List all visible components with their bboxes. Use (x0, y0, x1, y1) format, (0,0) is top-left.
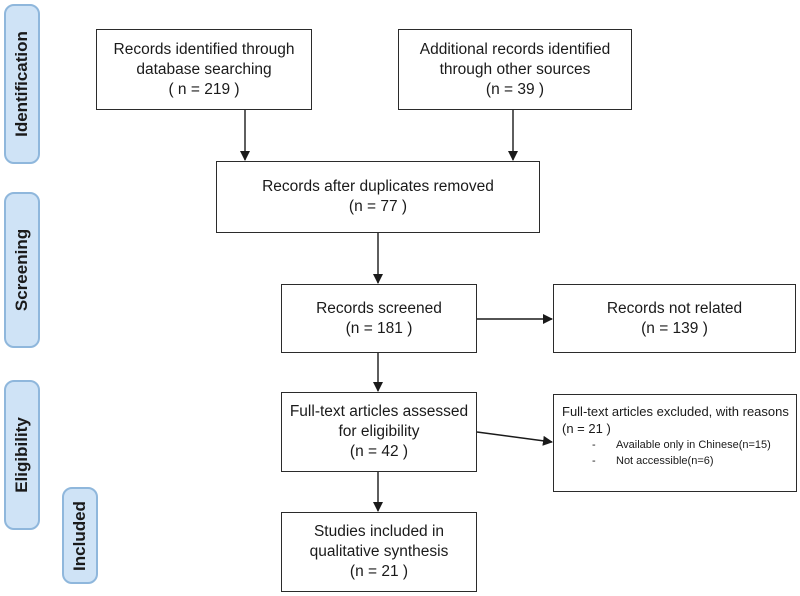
phase-screening: Screening (4, 192, 40, 348)
box-screened-line1: Records screened (316, 299, 442, 317)
exclusion-reason-1-bullet: - (592, 439, 596, 451)
exclusion-reason-2: - Not accessible(n=6) (562, 453, 714, 469)
box-other-sources: Additional records identified through ot… (398, 29, 632, 110)
arrow-full-text-to-excluded (476, 431, 553, 446)
exclusion-reason-2-text: Not accessible(n=6) (616, 455, 714, 467)
exclusion-reason-2-bullet: - (592, 455, 596, 467)
box-included-line1: Studies included in (313, 523, 445, 540)
box-records-not-related: Records not related (n = 139 ) (553, 284, 796, 353)
box-database-records: Records identified through database sear… (96, 29, 312, 110)
box-full-text-assessed: Full-text articles assessed for eligibil… (281, 392, 477, 472)
phase-included: Included (62, 487, 98, 584)
box-database-count: ( n = 219 ) (168, 80, 240, 98)
box-full-text-excluded: Full-text articles excluded, with reason… (553, 394, 797, 492)
box-screened-count: (n = 181 ) (345, 319, 413, 337)
exclusion-reason-1-text: Available only in Chinese(n=15) (616, 439, 771, 451)
box-duplicates-line1: Records after duplicates removed (262, 178, 494, 195)
box-excluded-count: (n = 21 ) (562, 421, 611, 436)
box-included-count: (n = 21 ) (349, 563, 409, 580)
phase-identification: Identification (4, 4, 40, 164)
box-other-sources-line1: Additional records identified (419, 40, 611, 58)
box-duplicates-count: (n = 77 ) (348, 198, 408, 215)
box-full-text-line2: for eligibility (338, 423, 420, 440)
box-duplicates-removed: Records after duplicates removed (n = 77… (216, 161, 540, 233)
box-included-line2: qualitative synthesis (309, 543, 449, 560)
box-excluded-line1: Full-text articles excluded, with reason… (562, 404, 789, 419)
box-database-line1: Records identified through (113, 40, 295, 58)
box-studies-included: Studies included in qualitative synthesi… (281, 512, 477, 592)
phase-eligibility: Eligibility (4, 380, 40, 530)
box-database-line2: database searching (136, 60, 272, 78)
box-not-related-line1: Records not related (606, 299, 743, 317)
box-not-related-count: (n = 139 ) (641, 319, 708, 337)
exclusion-reason-1: - Available only in Chinese(n=15) (562, 437, 771, 453)
box-records-screened: Records screened (n = 181 ) (281, 284, 477, 353)
box-other-sources-line2: through other sources (439, 60, 591, 78)
box-full-text-count: (n = 42 ) (349, 443, 409, 460)
box-other-sources-count: (n = 39 ) (485, 80, 545, 98)
box-full-text-line1: Full-text articles assessed (289, 403, 469, 420)
